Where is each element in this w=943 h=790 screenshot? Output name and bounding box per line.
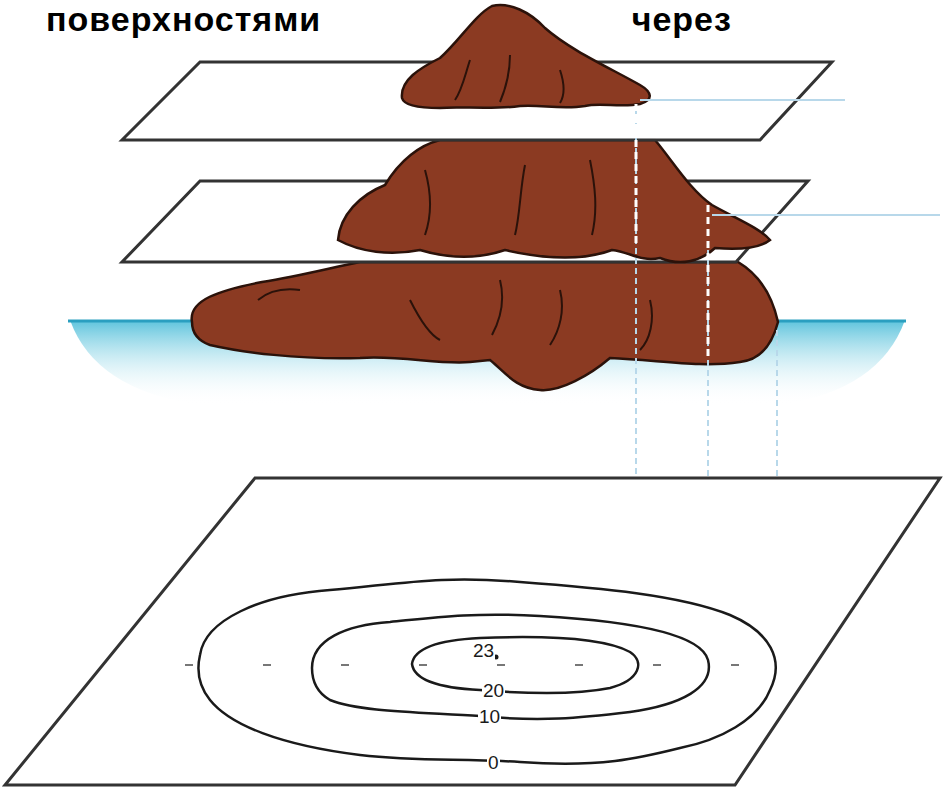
heading-fragment: поверхностями через <box>46 2 732 36</box>
contour-lines <box>199 579 776 763</box>
axis-ticks <box>185 664 795 666</box>
hill-ridges <box>455 55 564 103</box>
hill-base <box>192 262 778 390</box>
contour-height: 20 <box>482 681 505 700</box>
contour-height: 10 <box>478 707 501 726</box>
hill-ridges <box>258 280 652 350</box>
hill-ridges <box>425 160 595 235</box>
contour-height: 23 <box>472 641 495 660</box>
map-plane <box>5 478 940 785</box>
contour-height: 0 <box>487 753 500 772</box>
section-dashes <box>636 104 708 360</box>
hill-middle <box>338 140 770 262</box>
